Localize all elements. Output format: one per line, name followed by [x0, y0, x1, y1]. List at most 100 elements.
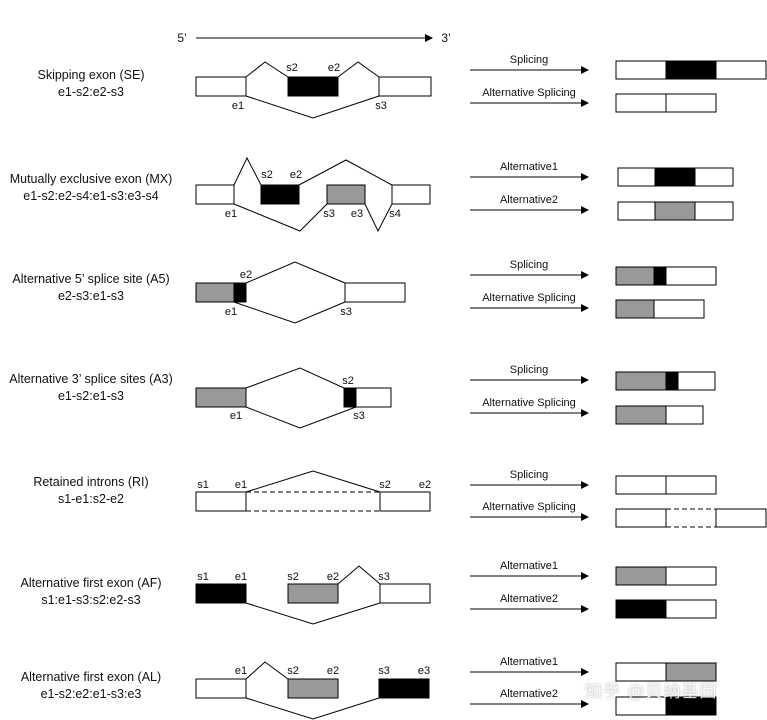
a3-exon-1: [195, 387, 247, 408]
row-code-al: e1-s2:e2:e1-s3:e3: [40, 687, 142, 701]
al-arrow-2-label: Alternative2: [500, 688, 558, 700]
row-title-mx: Mutually exclusive exon (MX): [9, 172, 173, 186]
row-code-a3: e1-s2:e1-s3: [57, 389, 124, 403]
al-label-e1: e1: [235, 665, 247, 677]
se-product2-exon1: [615, 93, 667, 113]
se-skip-junction: [245, 95, 380, 119]
ri-intron-upper: [245, 470, 381, 493]
mx-junction-lower-left: [233, 203, 328, 232]
five-prime-label: 5’: [177, 31, 186, 45]
ri-label-s2: s2: [379, 479, 391, 491]
al-label-e2: e2: [327, 665, 339, 677]
se-product1-exon3: [715, 60, 767, 80]
al-label-e3: e3: [418, 665, 430, 677]
af-label-s3: s3: [378, 571, 390, 583]
ri-label-e2: e2: [419, 479, 431, 491]
a3-intron-upper: [245, 367, 345, 389]
a3-arrow-1-label: Splicing: [510, 364, 549, 376]
a5-product2-exon2: [653, 299, 705, 319]
a5-junction-lower: [233, 301, 346, 324]
al-exon-3: [378, 678, 430, 699]
a5-exon-1-core: [195, 282, 235, 303]
row-code-mx: e1-s2:e2-s4:e1-s3:e3-s4: [23, 189, 159, 203]
mx-label-s3: s3: [323, 208, 335, 220]
mx-exon-3: [326, 184, 366, 205]
al-arrow-1-label: Alternative1: [500, 656, 558, 668]
se-product2-exon3: [665, 93, 717, 113]
al-product1-exon2: [665, 662, 717, 682]
row-code-af: s1:e1-s3:s2:e2-s3: [41, 593, 141, 607]
af-product2-exon3: [665, 599, 717, 619]
mx-product1-exon2: [654, 167, 696, 187]
ri-label-e1: e1: [235, 479, 247, 491]
al-intron-upper: [245, 661, 289, 680]
ri-arrow-2-label: Alternative Splicing: [482, 501, 576, 513]
al-product2-exon3: [665, 696, 717, 716]
al-label-s3: s3: [378, 665, 390, 677]
mx-intron-b: [298, 159, 393, 186]
al-junction-lower: [245, 697, 380, 720]
af-label-s2: s2: [287, 571, 299, 583]
a5-arrow-2-label: Alternative Splicing: [482, 292, 576, 304]
se-label-s3: s3: [375, 100, 387, 112]
a5-exon-1-extension: [233, 282, 247, 303]
ri-product1-exon1: [615, 475, 667, 495]
mx-label-e3: e3: [351, 208, 363, 220]
se-exon-3: [378, 76, 432, 97]
se-product1-exon2: [665, 60, 717, 80]
a3-label-s3: s3: [353, 410, 365, 422]
se-label-e1: e1: [232, 100, 244, 112]
al-exon-1: [195, 678, 247, 699]
se-label-s2: s2: [286, 62, 298, 74]
mx-product2-exon1: [617, 201, 656, 221]
ri-arrow-1-label: Splicing: [510, 469, 549, 481]
mx-exon-2: [260, 184, 300, 205]
row-title-al: Alternative first exon (AL): [20, 670, 162, 684]
a5-label-s3: s3: [340, 306, 352, 318]
ri-exon-1: [195, 491, 247, 512]
ri-product2-exon1: [615, 508, 667, 528]
a3-exon-2-core: [355, 387, 392, 408]
mx-junction-lower-right: [364, 203, 393, 233]
se-intron-2: [337, 61, 380, 78]
af-label-e1: e1: [235, 571, 247, 583]
row-code-ri: s1-e1:s2-e2: [57, 492, 124, 506]
mx-arrow-1-label: Alternative1: [500, 161, 558, 173]
mx-product2-exon4: [694, 201, 734, 221]
se-exon-skipped: [287, 76, 339, 97]
row-code-se: e1-s2:e2-s3: [57, 85, 124, 99]
mx-intron-a: [233, 156, 262, 186]
af-exon-3: [379, 583, 431, 604]
se-arrow-1-label: Splicing: [510, 54, 549, 66]
se-product1-exon1: [615, 60, 667, 80]
a5-product1-extension: [653, 266, 667, 286]
row-title-se: Skipping exon (SE): [37, 68, 145, 82]
mx-product1-exon4: [694, 167, 734, 187]
se-label-e2: e2: [328, 62, 340, 74]
row-title-ri: Retained introns (RI): [33, 475, 149, 489]
af-product1-exon2: [615, 566, 667, 586]
a3-junction-lower: [245, 406, 357, 429]
watermark: 知乎 @贝纳基因: [585, 682, 718, 702]
ri-product1-exon2: [665, 475, 717, 495]
af-label-s1: s1: [197, 571, 209, 583]
af-arrow-2-label: Alternative2: [500, 593, 558, 605]
a5-arrow-1-label: Splicing: [510, 259, 549, 271]
al-label-s2: s2: [287, 665, 299, 677]
af-junction-lower: [245, 602, 381, 625]
ri-exon-2: [379, 491, 431, 512]
ri-product2-exon2: [715, 508, 767, 528]
al-exon-2: [287, 678, 339, 699]
a3-arrow-2-label: Alternative Splicing: [482, 397, 576, 409]
row-code-a5: e2-s3:e1-s3: [57, 289, 124, 303]
mx-exon-4: [391, 184, 431, 205]
se-intron-1: [245, 61, 289, 78]
mx-product2-exon3: [654, 201, 696, 221]
row-title-a3: Alternative 3’ splice sites (A3): [9, 372, 173, 386]
se-arrow-2-label: Alternative Splicing: [482, 87, 576, 99]
af-product2-exon1: [615, 599, 667, 619]
af-product1-exon3: [665, 566, 717, 586]
a5-product1-exon2: [665, 266, 717, 286]
a5-label-e2: e2: [240, 269, 252, 281]
